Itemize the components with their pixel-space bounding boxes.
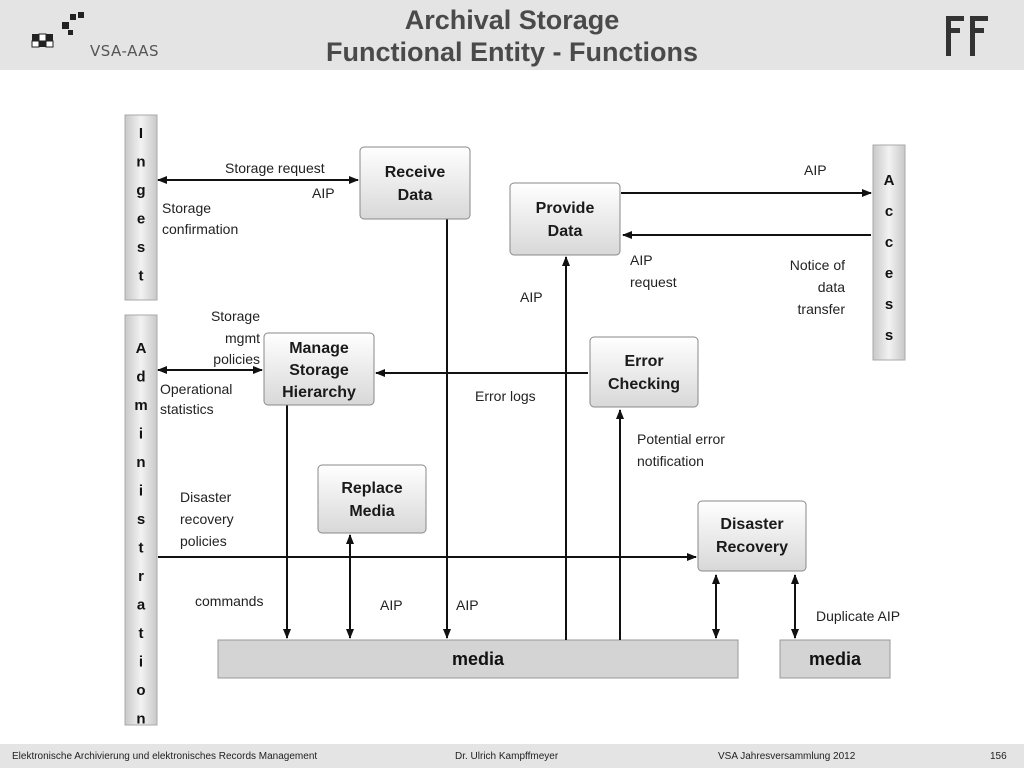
administration-letter: i — [139, 426, 143, 443]
disaster-recovery-line-2: Recovery — [716, 539, 788, 556]
footer-event: VSA Jahresversammlung 2012 — [718, 751, 856, 762]
provide-data-box: Provide Data — [509, 182, 621, 256]
receive-data-box: Receive Data — [359, 146, 471, 220]
footer-bar: Elektronische Archivierung und elektroni… — [0, 744, 1024, 768]
administration-letter: s — [137, 511, 145, 528]
manage-storage-line-2: Storage — [289, 362, 349, 379]
footer-author: Dr. Ulrich Kampffmeyer — [455, 751, 559, 762]
label-storage-confirmation-2: confirmation — [162, 221, 238, 237]
replace-media-line-1: Replace — [341, 480, 402, 497]
kampffmeyer-logo — [944, 14, 992, 58]
access-letter: c — [885, 234, 893, 251]
label-aip-media: AIP — [456, 597, 479, 613]
error-checking-box: Error Checking — [589, 336, 699, 408]
label-disaster-policies-1: Disaster — [180, 489, 232, 505]
label-notice-2: data — [818, 279, 845, 295]
label-storage-mgmt-3: policies — [213, 351, 260, 367]
administration-letter: t — [139, 625, 144, 642]
administration-letter: n — [136, 454, 145, 471]
administration-letter: d — [136, 369, 145, 386]
receive-data-line-1: Receive — [385, 164, 446, 181]
label-storage-mgmt-2: mgmt — [225, 330, 260, 346]
ingest-letter: g — [136, 182, 145, 199]
access-letter: c — [885, 203, 893, 220]
label-disaster-policies-3: policies — [180, 533, 227, 549]
title-line-2: Functional Entity - Functions — [326, 37, 698, 67]
disaster-recovery-box: Disaster Recovery — [697, 500, 807, 572]
label-operational-2: statistics — [160, 401, 214, 417]
label-storage-mgmt-1: Storage — [211, 308, 260, 324]
administration-letter: o — [136, 682, 145, 699]
label-aip-request-1: AIP — [630, 252, 653, 268]
label-disaster-policies-2: recovery — [180, 511, 234, 527]
label-potential-error-1: Potential error — [637, 431, 725, 447]
error-checking-line-1: Error — [624, 353, 663, 370]
administration-letter: r — [138, 568, 144, 585]
administration-letter: i — [139, 654, 143, 671]
ingest-letter: e — [137, 211, 145, 228]
access-letter: s — [885, 296, 893, 313]
receive-data-line-2: Data — [398, 187, 433, 204]
footer-course: Elektronische Archivierung und elektroni… — [12, 751, 318, 762]
label-error-logs: Error logs — [475, 388, 536, 404]
ingest-letter: t — [139, 268, 144, 285]
disaster-recovery-line-1: Disaster — [720, 516, 783, 533]
title-line-1: Archival Storage — [404, 5, 620, 35]
logo-text: VSA-AAS — [90, 42, 160, 60]
media-label-main: media — [452, 649, 505, 669]
label-storage-request: Storage request — [225, 160, 325, 176]
media-bar-duplicate: media — [779, 639, 891, 679]
access-letter: A — [884, 172, 895, 189]
media-label-duplicate: media — [809, 649, 862, 669]
administration-letter: a — [137, 597, 146, 614]
vsa-logo — [30, 12, 170, 62]
label-storage-confirmation-1: Storage — [162, 200, 211, 216]
manage-storage-line-1: Manage — [289, 340, 349, 357]
replace-media-line-2: Media — [349, 503, 394, 520]
label-aip-receive: AIP — [312, 185, 335, 201]
label-aip-access: AIP — [804, 162, 827, 178]
label-aip-replace: AIP — [380, 597, 403, 613]
label-notice-3: transfer — [798, 301, 846, 317]
header-bar: VSA-AAS Archival Storage Functional Enti… — [0, 0, 1024, 70]
label-potential-error-2: notification — [637, 453, 704, 469]
vsa-logo-icon — [31, 12, 84, 48]
manage-storage-line-3: Hierarchy — [282, 384, 356, 401]
label-notice-1: Notice of — [790, 257, 845, 273]
replace-media-box: Replace Media — [317, 464, 427, 534]
access-letter: s — [885, 327, 893, 344]
ingest-letter: n — [136, 154, 145, 171]
label-duplicate-aip: Duplicate AIP — [816, 608, 900, 624]
provide-data-line-2: Data — [548, 223, 583, 240]
label-commands: commands — [195, 593, 263, 609]
administration-letter: t — [139, 540, 144, 557]
page-title: Archival Storage Functional Entity - Fun… — [240, 4, 784, 68]
footer-page-number: 156 — [990, 751, 1007, 762]
label-aip-provide: AIP — [520, 289, 543, 305]
kampffmeyer-logo-icon — [946, 16, 988, 56]
label-aip-request-2: request — [630, 274, 677, 290]
manage-storage-hierarchy-box: Manage Storage Hierarchy — [263, 332, 375, 406]
access-letter: e — [885, 265, 893, 282]
provide-data-line-1: Provide — [536, 200, 595, 217]
label-operational-1: Operational — [160, 381, 232, 397]
administration-letter: n — [136, 711, 145, 728]
ingest-letter: I — [139, 125, 143, 142]
administration-letter: A — [136, 340, 147, 357]
administration-letter: m — [134, 397, 147, 414]
administration-letter: i — [139, 483, 143, 500]
error-checking-line-2: Checking — [608, 376, 680, 393]
media-bar-main: media — [217, 639, 739, 679]
ingest-letter: s — [137, 239, 145, 256]
